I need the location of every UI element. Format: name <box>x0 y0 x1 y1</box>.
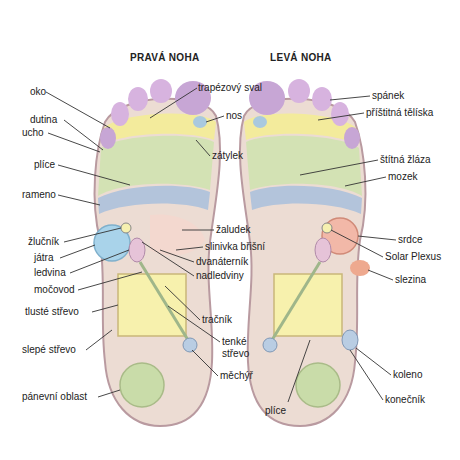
organ-label: nos <box>226 110 242 122</box>
organ-label: Solar Plexus <box>385 251 441 263</box>
organ-label: příštitná tělíska <box>366 107 433 119</box>
organ-label: rameno <box>22 189 56 201</box>
organ-label: ledvina <box>34 267 66 279</box>
organ-label: nadledviny <box>196 270 244 282</box>
organ-label: žaludek <box>216 224 250 236</box>
leader-lines <box>46 88 396 402</box>
organ-label: měchýř <box>220 370 253 382</box>
foot-heading: LEVÁ NOHA <box>270 52 332 64</box>
organ-label: konečník <box>385 394 425 406</box>
organ-label: slepé střevo <box>22 344 76 356</box>
organ-label: srdce <box>398 234 422 246</box>
organ-label: plíce <box>265 405 286 417</box>
organ-label: tlusté střevo <box>25 306 79 318</box>
organ-label: spánek <box>372 90 404 102</box>
organ-label: plíce <box>34 159 55 171</box>
organ-label: ucho <box>22 127 44 139</box>
organ-label: dutina <box>30 114 57 126</box>
organ-label: dvanáterník <box>196 256 248 268</box>
organ-label: trapézový sval <box>198 82 262 94</box>
organ-label: mozek <box>388 171 417 183</box>
organ-label: oko <box>30 86 46 98</box>
organ-label: játra <box>34 252 53 264</box>
organ-label: štítná žláza <box>380 154 431 166</box>
organ-label: slinivka břišní <box>205 241 265 253</box>
organ-label: slezina <box>395 274 426 286</box>
organ-label: žlučník <box>28 236 59 248</box>
organ-label: močovod <box>34 284 75 296</box>
organ-label: tračník <box>202 314 232 326</box>
organ-label: pánevní oblast <box>22 391 87 403</box>
foot-heading: PRAVÁ NOHA <box>130 52 199 64</box>
organ-label: koleno <box>393 369 422 381</box>
organ-label: tenké střevo <box>222 336 258 360</box>
organ-label: zátylek <box>212 150 243 162</box>
